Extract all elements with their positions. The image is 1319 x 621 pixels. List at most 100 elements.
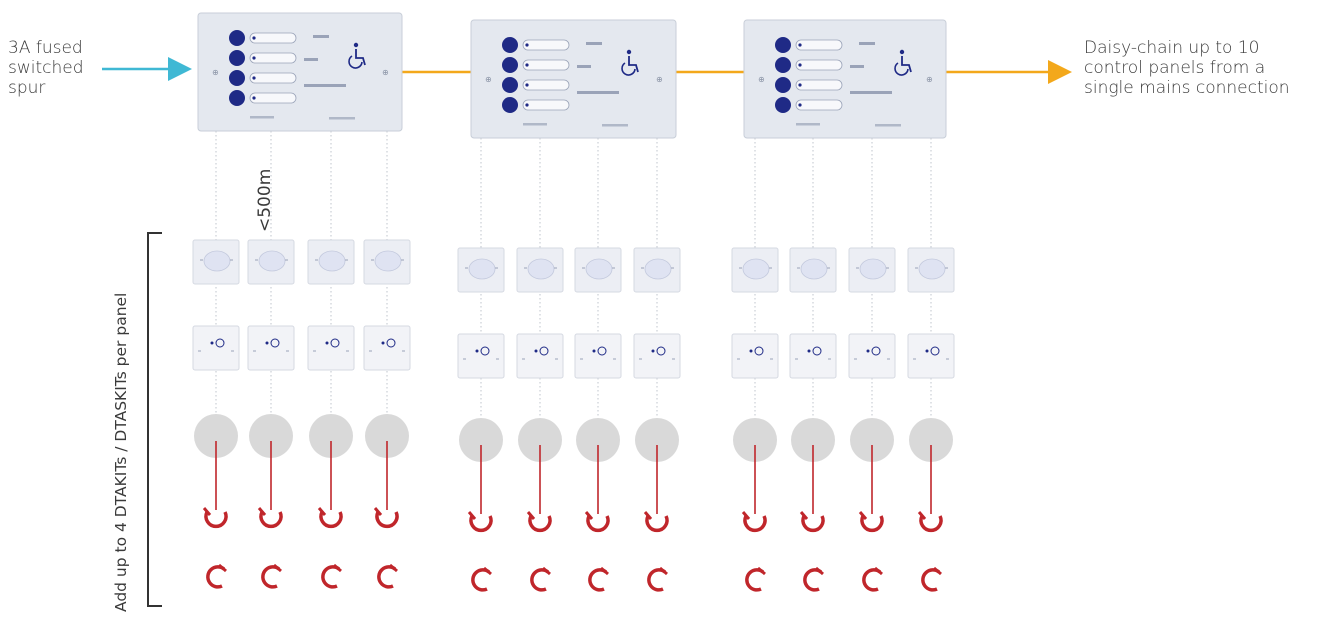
indicator-sounder-unit — [307, 239, 355, 285]
pull-cord-bangle — [526, 511, 552, 533]
pull-cord-switch — [249, 414, 293, 510]
zone-label-slot — [795, 79, 843, 91]
indicator-sounder-unit — [789, 247, 837, 293]
pull-cord-icon — [743, 515, 767, 533]
ceiling-rose-icon — [194, 414, 238, 458]
reset-button-unit — [633, 333, 681, 379]
indicator-icon — [859, 258, 887, 280]
ceiling-rose-icon — [518, 418, 562, 462]
indicator-sounder-unit — [192, 239, 240, 285]
indicator-sounder-unit — [731, 247, 779, 293]
indicator-icon — [252, 76, 256, 80]
wheelchair-icon — [621, 49, 639, 76]
pull-cord-switch — [518, 418, 562, 514]
indicator-icon — [866, 349, 870, 353]
control-panel: ⊕⊕ — [197, 12, 403, 132]
pull-cord-switch — [194, 414, 238, 510]
panel-text — [796, 123, 820, 126]
device-box — [516, 333, 564, 379]
pull-cord-switch — [850, 418, 894, 514]
push-button-icon — [330, 338, 340, 348]
indicator-icon — [265, 341, 269, 345]
push-button-icon — [812, 346, 822, 356]
input-label-line-3: spur — [8, 78, 46, 98]
indicator-icon — [798, 43, 802, 47]
panel-text — [250, 116, 274, 119]
pull-cord-icon — [261, 565, 281, 589]
device-box — [363, 325, 411, 371]
zone-label-slot — [522, 79, 570, 91]
indicator-sounder-unit — [457, 247, 505, 293]
indicator-icon — [258, 250, 286, 272]
input-arrow-icon — [168, 57, 192, 81]
pull-cord-icon — [471, 568, 491, 592]
indicator-icon — [644, 258, 672, 280]
pull-cord-icon — [921, 568, 941, 592]
pull-cord-icon — [588, 568, 608, 592]
panel-text — [523, 123, 547, 126]
indicator-sounder-unit — [363, 239, 411, 285]
output-label: Daisy-chain up to 10 control panels from… — [1084, 38, 1290, 98]
pull-cord-icon — [862, 568, 882, 592]
device-box — [789, 333, 837, 379]
zone-label-slot — [522, 99, 570, 111]
indicator-icon — [374, 250, 402, 272]
call-indicator-button — [502, 97, 518, 113]
call-indicator-button — [229, 90, 245, 106]
zone-label-slot — [795, 39, 843, 51]
output-label-line-2: control panels from a — [1084, 58, 1266, 78]
push-button-icon — [480, 346, 490, 356]
indicator-icon — [210, 341, 214, 345]
ceiling-rose-icon — [309, 414, 353, 458]
zone-label-slot — [795, 99, 843, 111]
panel-text — [875, 124, 901, 127]
panel-text — [602, 124, 628, 127]
device-box — [848, 333, 896, 379]
output-label-line-1: Daisy-chain up to 10 — [1084, 38, 1260, 58]
indicator-icon — [800, 258, 828, 280]
ceiling-rose-icon — [459, 418, 503, 462]
pull-cord-switch — [309, 414, 353, 510]
push-button-icon — [597, 346, 607, 356]
panel-terminal: ⊕ — [926, 75, 933, 84]
pull-cord-switch — [576, 418, 620, 514]
push-button-icon — [930, 346, 940, 356]
pull-cord-bangle — [858, 511, 884, 533]
reset-button-unit — [574, 333, 622, 379]
panel-text — [859, 42, 875, 45]
push-button-icon — [270, 338, 280, 348]
pull-cord-icon — [375, 511, 399, 529]
pull-cord-bangle — [206, 563, 227, 589]
pull-cord-bangle — [584, 511, 610, 533]
call-indicator-button — [775, 77, 791, 93]
pull-cord-bangle — [471, 566, 492, 592]
wheelchair-icon — [894, 49, 912, 76]
indicator-icon — [742, 258, 770, 280]
panel-text — [586, 42, 602, 45]
device-box — [731, 333, 779, 379]
ceiling-rose-icon — [850, 418, 894, 462]
pull-cord-icon — [586, 515, 610, 533]
ceiling-rose-icon — [635, 418, 679, 462]
panel-face — [743, 19, 947, 139]
panel-text — [850, 91, 892, 94]
pull-cord-icon — [469, 515, 493, 533]
pull-cord-icon — [645, 515, 669, 533]
pull-cord-bangle — [917, 511, 943, 533]
reset-button-unit — [848, 333, 896, 379]
control-panel: ⊕⊕ — [470, 19, 677, 139]
control-panel: ⊕⊕ — [743, 19, 947, 139]
device-box — [907, 333, 955, 379]
pull-cord-bangle — [530, 566, 551, 592]
zone-label-slot — [795, 59, 843, 71]
reset-button-unit — [731, 333, 779, 379]
reset-button-unit — [307, 325, 355, 371]
indicator-sounder-unit — [633, 247, 681, 293]
distance-label: <500m — [255, 168, 275, 232]
reset-button-unit — [247, 325, 295, 371]
pull-cord-icon — [530, 568, 550, 592]
reset-button-unit — [363, 325, 411, 371]
indicator-icon — [925, 349, 929, 353]
reset-button-unit — [789, 333, 837, 379]
